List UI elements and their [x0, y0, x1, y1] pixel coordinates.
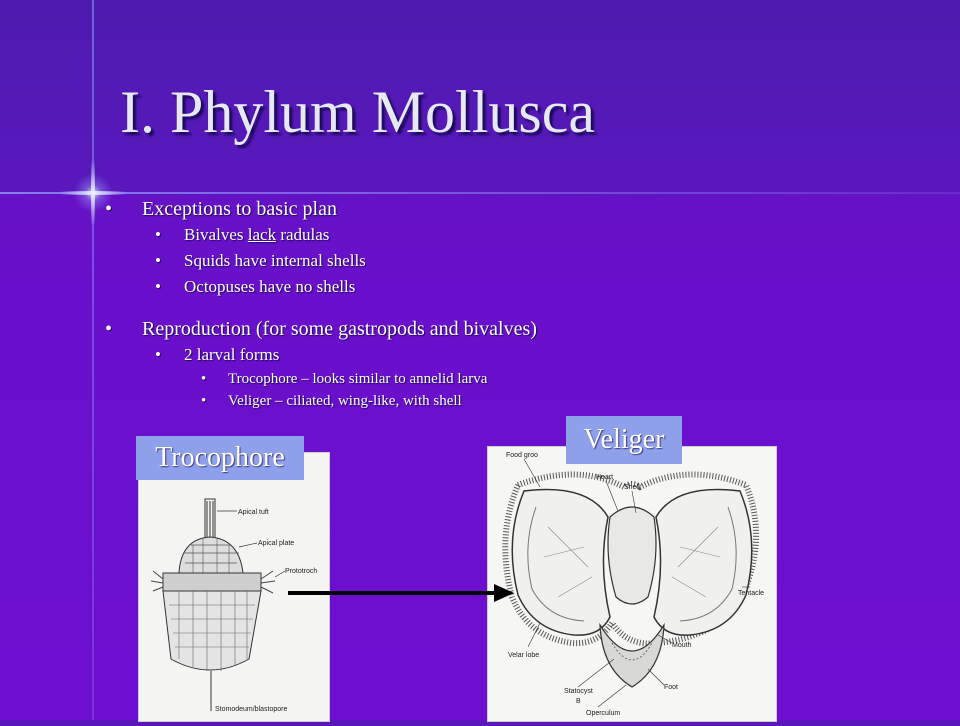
label-apical-tuft: Apical tuft: [238, 509, 269, 516]
bullet-gap: [105, 300, 925, 316]
bullet-larval-forms: 2 larval forms: [105, 342, 925, 368]
label-shell: Shell: [624, 484, 640, 491]
label-operculum: Operculum: [586, 710, 620, 717]
label-foot: Foot: [664, 684, 678, 691]
trocophore-label: Trocophore: [136, 436, 304, 480]
bullet-veliger-desc: Veliger – ciliated, wing-like, with shel…: [105, 390, 925, 412]
lens-flare-vertical: [91, 160, 95, 226]
bullet-exceptions: Exceptions to basic plan: [105, 196, 925, 222]
label-stomodeum: Stomodeum/blastopore: [215, 706, 287, 713]
label-statocyst: Statocyst: [564, 688, 593, 695]
label-mouth: Mouth: [672, 642, 692, 649]
veliger-label: Veliger: [566, 416, 682, 464]
label-prototroch: Prototroch: [285, 568, 317, 575]
title-band: [0, 0, 960, 193]
decorative-horizontal-line: [0, 192, 960, 194]
bullet-squids: Squids have internal shells: [105, 248, 925, 274]
bullet-bivalves: Bivalves lack radulas: [105, 222, 925, 248]
label-apical-plate: Apical plate: [258, 540, 294, 547]
bullet-trocophore-desc: Trocophore – looks similar to annelid la…: [105, 368, 925, 390]
bivalves-text-pre: Bivalves: [184, 225, 248, 244]
decorative-vertical-line: [92, 0, 94, 720]
bivalves-lack-underlined: lack: [247, 225, 277, 244]
label-figure-letter: B: [576, 698, 581, 705]
bivalves-text-post: radulas: [276, 225, 330, 244]
trocophore-drawing: Apical tuft Apical plate Prototroch Stom…: [150, 498, 317, 713]
veliger-drawing: Food groo Heart Shell Tentacle Velar lob…: [502, 452, 764, 717]
label-food-groove: Food groo: [506, 452, 538, 459]
bullet-reproduction: Reproduction (for some gastropods and bi…: [105, 316, 925, 342]
bullet-list: Exceptions to basic plan Bivalves lack r…: [105, 196, 925, 412]
label-heart: Heart: [596, 474, 613, 481]
trocophore-image: Apical tuft Apical plate Prototroch Stom…: [138, 452, 330, 722]
slide-title: I. Phylum Mollusca: [120, 79, 595, 145]
veliger-image: Food groo Heart Shell Tentacle Velar lob…: [487, 446, 777, 722]
label-velar-lobe: Velar lobe: [508, 652, 539, 659]
bullet-octopuses: Octopuses have no shells: [105, 274, 925, 300]
label-tentacle: Tentacle: [738, 590, 764, 597]
arrow-icon: [288, 584, 514, 602]
